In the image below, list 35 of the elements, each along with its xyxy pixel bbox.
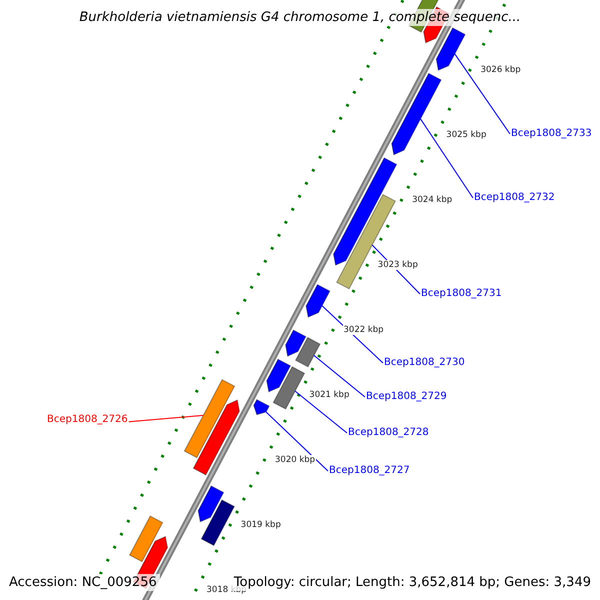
- leader-line: [128, 414, 204, 422]
- gene-feature: [285, 329, 306, 357]
- scale-label: 3021 kbp: [308, 390, 350, 400]
- gene-label: Bcep1808_2732: [474, 192, 555, 204]
- gene-label: Bcep1808_2727: [329, 465, 410, 477]
- scale-label: 3026 kbp: [480, 65, 522, 75]
- gene-feature: [253, 398, 270, 416]
- scale-label: 3025 kbp: [445, 130, 488, 140]
- gene-label: Bcep1808_2730: [384, 357, 465, 369]
- gene-block: [272, 366, 306, 410]
- gene-feature: [266, 358, 292, 392]
- gene-feature: [332, 157, 398, 266]
- leader-line: [420, 118, 474, 198]
- gene-feature: [306, 284, 330, 318]
- gene-label: Bcep1808_2726: [47, 414, 128, 426]
- gene-block: [200, 499, 235, 546]
- gene-block: [128, 515, 164, 562]
- leader-line: [266, 411, 328, 472]
- accession-text: Accession: NC_009256: [6, 574, 160, 591]
- gene-label: Bcep1808_2728: [348, 427, 429, 439]
- gene-label: Bcep1808_2731: [421, 288, 502, 300]
- scale-label: 3022 kbp: [342, 324, 385, 335]
- scale-label: 3019 kbp: [240, 520, 282, 530]
- gene-feature: [436, 27, 466, 71]
- gene-feature: [192, 399, 240, 476]
- leader-line: [454, 53, 510, 134]
- scale-label: 3024 kbp: [411, 195, 454, 205]
- scale-label: 3023 kbp: [376, 260, 419, 270]
- gene-feature: [198, 485, 224, 523]
- scale-label: 3020 kbp: [274, 454, 316, 465]
- gene-feature: [391, 72, 442, 156]
- gene-label: Bcep1808_2729: [366, 391, 447, 403]
- gene-block: [184, 379, 236, 458]
- gene-block: [294, 336, 321, 368]
- gene-label: Bcep1808_2733: [511, 128, 592, 140]
